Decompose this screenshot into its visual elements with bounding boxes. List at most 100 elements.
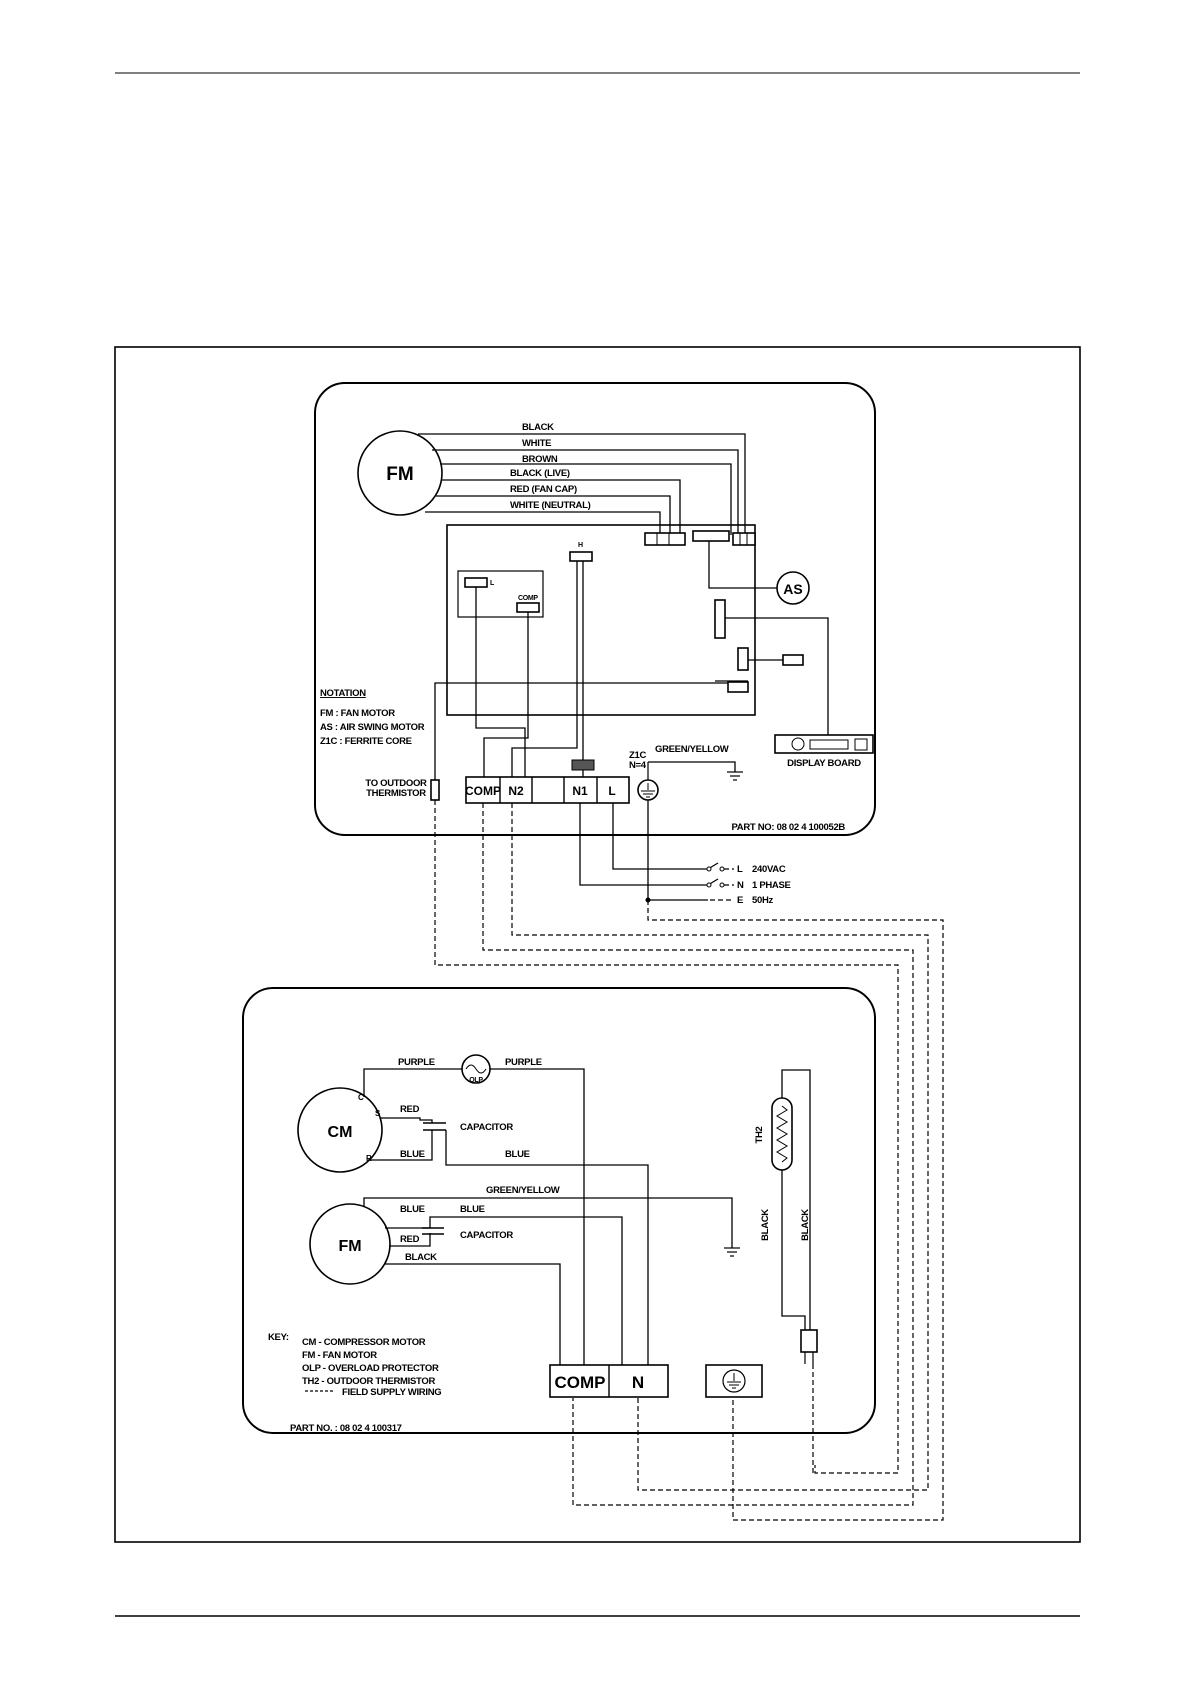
wire-blue-fm [385,1216,623,1365]
wire-red-fan-cap [436,495,671,535]
outdoor-terminal-comp: COMP [555,1373,606,1392]
indoor-fan-motor [357,430,443,516]
outdoor-fm-label: FM [338,1238,361,1255]
th2-black-label-1: BLACK [760,1209,771,1241]
diagram-frame [114,346,1081,1543]
label-black: BLACK [522,422,554,433]
compressor-motor [297,1087,383,1173]
label-black-live: BLACK (LIVE) [510,468,570,479]
field-wire-thermistor [434,800,899,1474]
wire-green-yellow-fm [363,1197,733,1248]
key-item: CM - COMPRESSOR MOTOR [302,1337,426,1348]
indoor-fm-label: FM [386,464,413,485]
indoor-pcb [446,524,756,716]
relay-l-label: L [490,580,495,587]
notation-item: AS : AIR SWING MOTOR [320,722,425,733]
earth-wire-label: GREEN/YELLOW [655,744,729,755]
supply-phase: 1 PHASE [752,880,791,891]
terminal-comp: COMP [465,784,501,798]
wire-as [708,541,778,589]
outdoor-unit-panel [242,987,876,1434]
wire-blue-cm-2 [445,1130,649,1365]
purple-label-2: PURPLE [505,1057,542,1068]
external-connector [782,654,804,666]
field-wire-comp [482,803,914,1506]
relay-comp-label: COMP [518,595,538,602]
indoor-part-no: PART NO: 08 02 4 100052B [731,822,845,833]
th2-plug [800,1329,818,1353]
notation-title: NOTATION [320,688,366,699]
green-yellow-label-fm: GREEN/YELLOW [486,1185,560,1196]
blue-label-fm-1: BLUE [400,1204,425,1215]
motor-connector [732,532,756,546]
wire-black-fm [384,1263,561,1365]
wire-black-live [442,479,681,535]
label-red-fan-cap: RED (FAN CAP) [510,484,577,495]
outdoor-terminal-n: N [632,1373,644,1392]
blue-label-cm-2: BLUE [505,1149,530,1160]
wire-purple-1 [363,1068,462,1097]
ferrite-label: Z1C [629,750,646,761]
supply-n: N [737,880,744,891]
key-item: FM - FAN MOTOR [302,1350,377,1361]
as-label: AS [783,581,802,597]
indoor-terminal-block [465,776,630,804]
red-label-fm: RED [400,1234,420,1245]
wire-relay-comp [483,612,529,777]
wire-green-yellow [648,761,736,772]
display-board-label: DISPLAY BOARD [787,758,861,769]
wire-th2-left [781,1170,806,1330]
ferrite-core [571,759,595,771]
wire-th2-right [781,1069,811,1330]
capacitor-label-cm: CAPACITOR [460,1122,513,1133]
supply-voltage: 240VAC [752,864,786,875]
terminal-n1: N1 [572,784,588,798]
outdoor-part-no: PART NO. : 08 02 4 100317 [290,1423,402,1434]
supply-freq: 50Hz [752,895,774,906]
supply-l: L [737,864,743,875]
cm-r-label: R [366,1154,372,1163]
wire-purple-2 [490,1068,585,1365]
field-wire-earth [647,900,944,1521]
fan-connector [644,532,686,546]
cm-label: CM [328,1124,353,1141]
key-item: TH2 - OUTDOOR THERMISTOR [302,1376,435,1387]
terminal-n2: N2 [508,784,524,798]
supply-wire-l [612,803,708,870]
thermistor-connector [727,681,749,693]
display-connector [714,599,726,639]
th2-black-label-2: BLACK [800,1209,811,1241]
wire-relay-l [475,587,526,777]
wire-red-fm [389,1233,431,1247]
notation-item: FM : FAN MOTOR [320,708,395,719]
indoor-unit-panel [314,382,876,836]
thermistor-plug [430,779,440,801]
blue-label-cm: BLUE [400,1149,425,1160]
field-wire-neutral [511,803,929,1491]
outdoor-thermistor [771,1097,793,1171]
blue-label-fm-2: BLUE [460,1204,485,1215]
wire-red-cm [380,1117,433,1123]
wire-thermistor [434,682,728,780]
supply-wire-n [579,803,708,886]
key-title: KEY: [268,1332,289,1343]
black-label-fm: BLACK [405,1252,437,1263]
cm-c-label: C [358,1093,364,1102]
relay-comp-connector [516,602,540,613]
key-item: OLP - OVERLOAD PROTECTOR [302,1363,439,1374]
purple-label-1: PURPLE [398,1057,435,1068]
h-connector [569,551,593,562]
h-label: H [578,542,583,549]
wire-display [725,617,829,738]
outdoor-fan-motor [309,1203,391,1285]
air-swing-motor [776,571,810,605]
supply-e: E [737,895,743,906]
wire-white-neutral [425,511,661,535]
swing-connector [692,530,730,542]
wire-white [432,449,739,535]
cm-s-label: S [375,1109,381,1118]
red-label-cm: RED [400,1104,420,1115]
terminal-l: L [608,784,615,798]
relay-l-connector [464,577,488,588]
